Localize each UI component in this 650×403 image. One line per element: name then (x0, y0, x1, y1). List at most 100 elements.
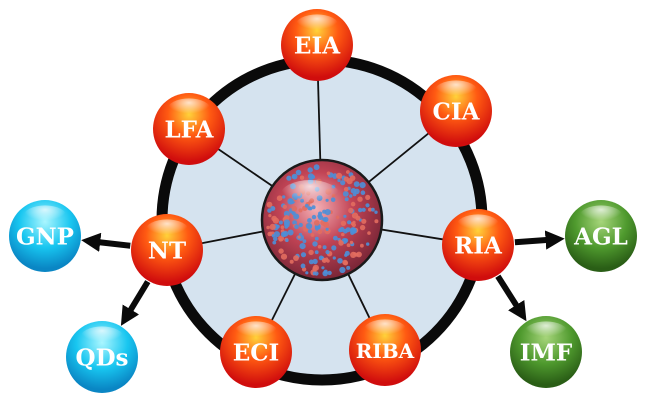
outer-node-imf-shine (524, 321, 568, 344)
virus-spike (299, 175, 305, 180)
virus-spike (360, 190, 366, 195)
virus-spike (355, 215, 361, 221)
virus-highlight (280, 180, 340, 212)
virus-spike (323, 221, 330, 228)
node-lfa-shine (167, 98, 211, 120)
arrow-nt-to-gnp (81, 232, 131, 252)
virus-spike (323, 216, 329, 223)
virus-spike (358, 207, 363, 213)
node-nt-shine (145, 219, 189, 241)
virus-spike (350, 201, 356, 207)
virus-spike (302, 239, 307, 244)
node-nt-label: NT (148, 238, 186, 265)
virus-spike (359, 182, 366, 189)
virus-spike (343, 228, 348, 234)
virus-spike (360, 243, 364, 248)
virus-spike (300, 252, 307, 258)
node-ria: RIA (442, 209, 514, 281)
virus-spike (343, 214, 347, 218)
virus-spike (352, 220, 356, 224)
node-eci-label: ECI (233, 340, 280, 367)
virus-spike (324, 209, 331, 216)
virus-spike (317, 229, 323, 235)
virus-spike (348, 207, 354, 214)
virus-spike (313, 164, 320, 171)
virus-spike (356, 251, 362, 258)
virus-spike (276, 224, 280, 229)
virus-spike (295, 169, 302, 176)
virus-spike (371, 207, 375, 212)
virus-spike (289, 259, 294, 264)
node-ria-shine (456, 214, 500, 236)
node-eci: ECI (220, 316, 292, 388)
node-ria-label: RIA (454, 233, 503, 260)
node-eia-shine (295, 14, 339, 36)
virus-spike (310, 233, 315, 237)
outer-node-imf-label: IMF (520, 340, 573, 367)
virus-spike (269, 223, 276, 230)
arrows-group (81, 230, 565, 326)
virus-spike (284, 225, 289, 229)
virus-spike (283, 215, 290, 221)
virus-spike (314, 236, 319, 241)
virus-spike (299, 243, 306, 250)
virus-spike (267, 208, 272, 213)
virus-spike (278, 248, 284, 254)
spoke-lfa (214, 146, 275, 188)
node-lfa-label: LFA (165, 117, 215, 144)
virus-spike (349, 240, 354, 245)
virus-spike (292, 220, 297, 226)
virus-spike (349, 227, 357, 234)
virus-spike (349, 194, 353, 198)
virus-spike (317, 244, 322, 249)
virus-spike (312, 241, 318, 247)
virus-spike (305, 271, 309, 275)
node-cia: CIA (420, 75, 492, 147)
virus-spike (353, 181, 360, 188)
outer-node-agl: AGL (565, 200, 637, 272)
virus-spike (280, 231, 287, 238)
virus-spike (337, 258, 343, 264)
virus-spike (273, 236, 278, 242)
virus-spike (325, 250, 330, 255)
outer-node-agl-label: AGL (573, 224, 628, 251)
virus-spike (273, 231, 280, 238)
virus-spike (272, 240, 277, 245)
spoke-eia (317, 76, 322, 163)
node-eia: EIA (281, 9, 353, 81)
virus-spike (266, 201, 273, 208)
virus-spike (283, 210, 290, 217)
virus-spike (367, 231, 371, 235)
virus-spike (278, 238, 283, 242)
virus-spike (293, 255, 299, 261)
virus-spike (322, 270, 329, 277)
virus-spike (325, 227, 329, 231)
virus-spike (336, 172, 343, 179)
node-lfa: LFA (153, 93, 225, 165)
virus-spike (325, 257, 329, 261)
virus-spike (346, 243, 351, 248)
virus-spike (307, 218, 312, 223)
virus-spike (366, 242, 370, 246)
outer-node-qds-label: QDs (76, 345, 129, 372)
virus-spike (321, 266, 325, 270)
virus-spike (347, 220, 352, 225)
virus-spike (298, 222, 303, 228)
virus-spike (300, 263, 306, 269)
virus-spike (331, 245, 337, 251)
virus-spike (343, 176, 349, 182)
virus-spike (282, 204, 287, 209)
virus-spike (286, 175, 292, 181)
virus-spike (339, 266, 346, 274)
virus-spike (335, 215, 340, 219)
outer-node-gnp: GNP (9, 200, 81, 272)
virus-spike (344, 197, 349, 202)
virus-spike (340, 220, 347, 226)
virus-spike (374, 210, 378, 214)
node-eci-shine (234, 321, 278, 344)
virus-spike (350, 251, 357, 258)
virus-spike (342, 259, 348, 266)
virus-spike (266, 225, 270, 230)
